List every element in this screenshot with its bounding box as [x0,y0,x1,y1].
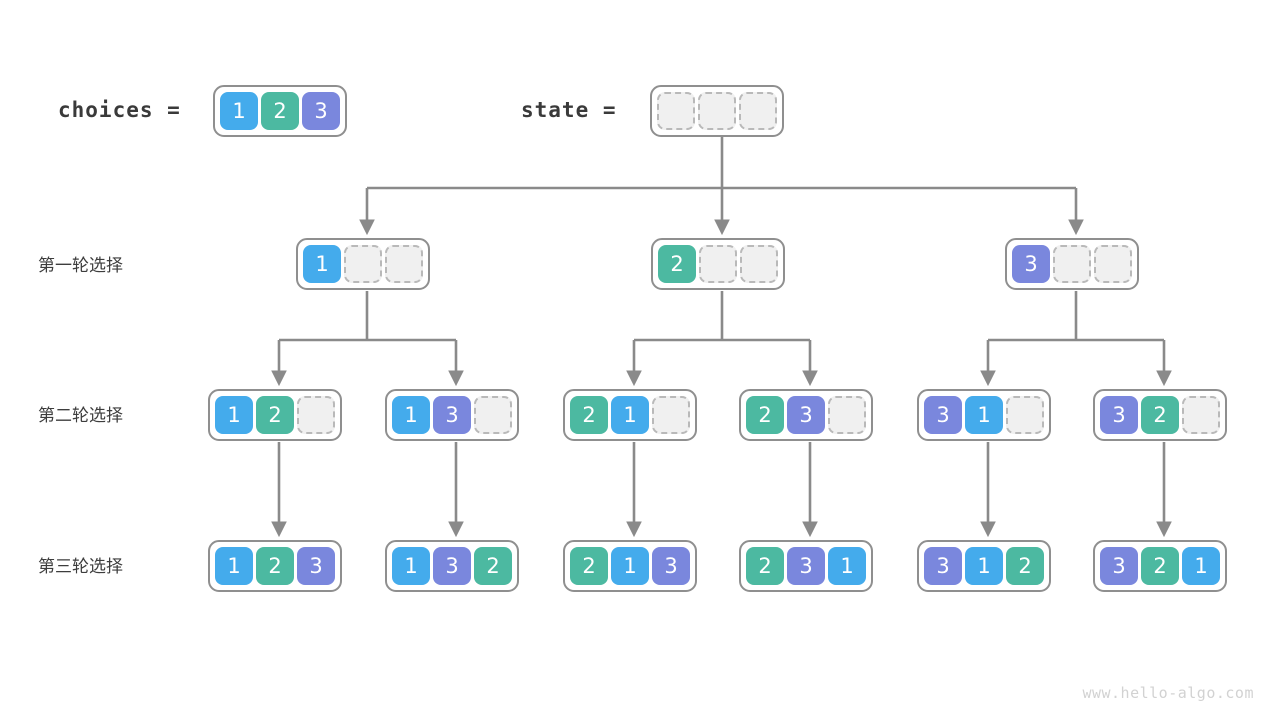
node-r2-2-cell-0: 1 [392,396,430,434]
node-r3-1-cell-0: 1 [215,547,253,585]
node-r3-3-cell-0: 2 [570,547,608,585]
state-array [650,85,784,137]
watermark: www.hello-algo.com [1082,684,1254,702]
state-label: state = [521,98,617,122]
node-r3-6-cell-2: 1 [1182,547,1220,585]
node-r1-2-cell-1 [699,245,737,283]
node-r3-4-cell-0: 2 [746,547,784,585]
node-r2-6-cell-2 [1182,396,1220,434]
row-label-round-2: 第二轮选择 [38,406,123,426]
node-r2-5-cell-2 [1006,396,1044,434]
node-r3-4-cell-2: 1 [828,547,866,585]
node-r1-2-cell-2 [740,245,778,283]
node-r2-3-cell-1: 1 [611,396,649,434]
node-r3-2-cell-2: 2 [474,547,512,585]
node-r3-4-cell-1: 3 [787,547,825,585]
node-r3-5-cell-1: 1 [965,547,1003,585]
node-r3-1-cell-1: 2 [256,547,294,585]
node-r1-2-cell-0: 2 [658,245,696,283]
node-r3-3-cell-1: 1 [611,547,649,585]
node-r3-5-cell-0: 3 [924,547,962,585]
node-r2-2-cell-2 [474,396,512,434]
node-r2-1-cell-1: 2 [256,396,294,434]
node-r2-6-cell-0: 3 [1100,396,1138,434]
node-r1-1-cell-0: 1 [303,245,341,283]
row-label-round-3: 第三轮选择 [38,557,123,577]
node-r2-4-cell-2 [828,396,866,434]
node-r3-6-cell-0: 3 [1100,547,1138,585]
node-r2-1-cell-0: 1 [215,396,253,434]
node-r3-3-cell-2: 3 [652,547,690,585]
choices-cell-2: 3 [302,92,340,130]
node-r3-6-cell-1: 2 [1141,547,1179,585]
node-r1-1: 1 [296,238,430,290]
node-r2-5-cell-0: 3 [924,396,962,434]
row-label-round-1: 第一轮选择 [38,256,123,276]
node-r2-4-cell-0: 2 [746,396,784,434]
node-r2-3-cell-0: 2 [570,396,608,434]
node-r3-1-cell-2: 3 [297,547,335,585]
state-cell-1 [698,92,736,130]
node-r2-5-cell-1: 1 [965,396,1003,434]
node-r1-3-cell-1 [1053,245,1091,283]
node-r3-2-cell-0: 1 [392,547,430,585]
node-r1-2: 2 [651,238,785,290]
node-r2-2-cell-1: 3 [433,396,471,434]
node-r2-4-cell-1: 3 [787,396,825,434]
node-r1-1-cell-2 [385,245,423,283]
choices-cell-1: 2 [261,92,299,130]
node-r3-2-cell-1: 3 [433,547,471,585]
choices-label: choices = [58,98,181,122]
node-r2-3-cell-2 [652,396,690,434]
node-r1-3: 3 [1005,238,1139,290]
node-r2-6-cell-1: 2 [1141,396,1179,434]
choices-cell-0: 1 [220,92,258,130]
node-r1-3-cell-2 [1094,245,1132,283]
node-r3-5-cell-2: 2 [1006,547,1044,585]
node-r1-3-cell-0: 3 [1012,245,1050,283]
node-r1-1-cell-1 [344,245,382,283]
node-r2-1-cell-2 [297,396,335,434]
state-cell-2 [739,92,777,130]
state-cell-0 [657,92,695,130]
